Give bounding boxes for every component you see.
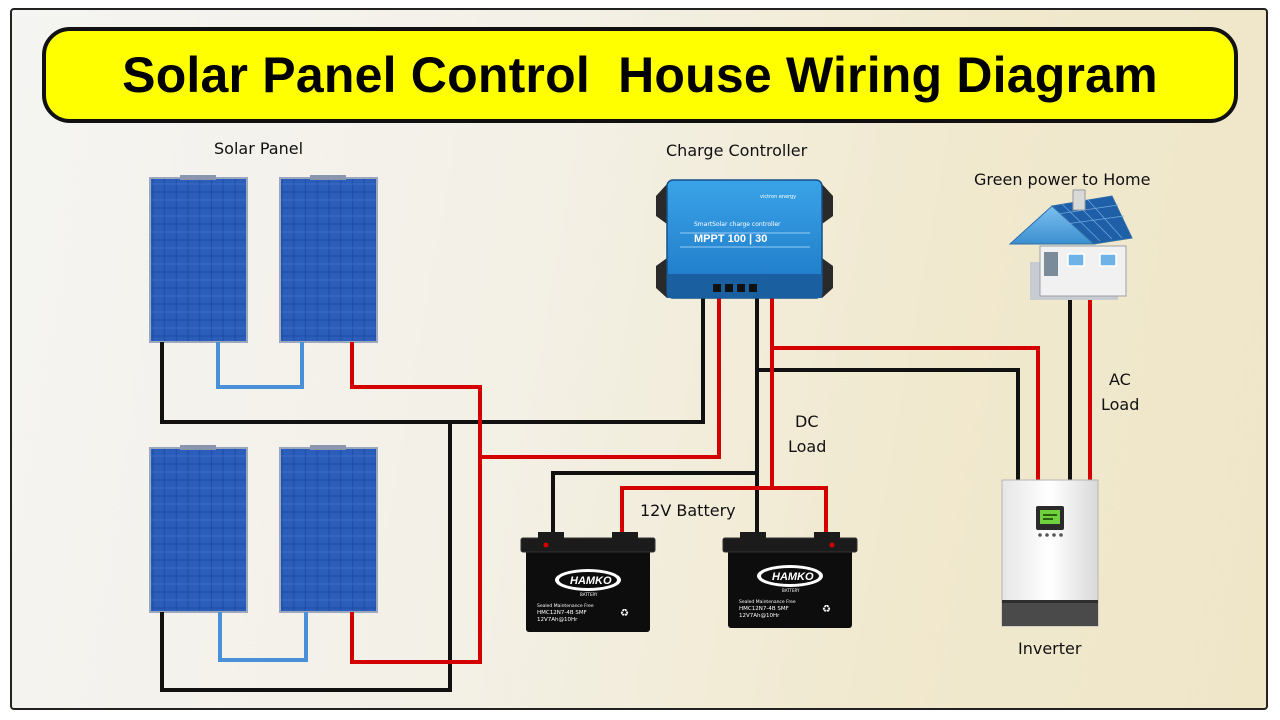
inverter <box>1001 479 1099 627</box>
battery-left-line3: 12V7Ah@10Hr <box>537 617 578 623</box>
charge-controller-label: Charge Controller <box>666 141 808 160</box>
controller-model-line: SmartSolar charge controller <box>694 221 781 228</box>
diagram-title: Solar Panel Control House Wiring Diagram <box>122 47 1158 103</box>
battery-right-brand: HAMKO <box>772 571 814 583</box>
dc-load-label-line1: DC <box>795 412 819 431</box>
controller-brand: victron energy <box>760 194 796 200</box>
ac-load-label-line1: AC <box>1109 370 1131 389</box>
battery-left-sub: BATTERY <box>580 592 598 597</box>
ac-load-label-line2: Load <box>1101 395 1140 414</box>
recycle-icon-right: ♻ <box>822 604 831 615</box>
battery-right-line1: Sealed Maintenance Free <box>739 599 796 605</box>
battery-positive-wire <box>620 486 828 540</box>
battery-left: HAMKO BATTERY Sealed Maintenance Free HM… <box>520 532 656 632</box>
battery-right-sub: BATTERY <box>782 588 800 593</box>
battery-label: 12V Battery <box>640 501 736 520</box>
controller-model: MPPT 100 | 30 <box>694 233 767 245</box>
title-banner: Solar Panel Control House Wiring Diagram <box>42 27 1238 123</box>
panel-top-negative-wire <box>160 298 705 424</box>
charge-controller: victron energy SmartSolar charge control… <box>656 179 833 299</box>
panel-top-positive-wire <box>350 298 721 459</box>
battery-left-line1: Sealed Maintenance Free <box>537 603 594 609</box>
battery-left-brand: HAMKO <box>570 575 612 587</box>
panel-bottom-positive-wire <box>350 457 482 664</box>
panel-bottom-negative-wire <box>160 422 452 692</box>
panel-link-wires <box>216 342 308 662</box>
inverter-dc-negative-wire <box>757 368 1020 480</box>
green-power-label: Green power to Home <box>974 170 1151 189</box>
battery-right: HAMKO BATTERY Sealed Maintenance Free HM… <box>722 532 858 628</box>
solar-panel-top-right <box>279 175 378 343</box>
solar-panel-bottom-right <box>279 445 378 613</box>
battery-left-negative-wire <box>551 298 759 540</box>
negative-wires <box>160 298 1072 692</box>
positive-wires <box>350 298 1092 664</box>
inverter-label: Inverter <box>1018 639 1082 658</box>
panel-link-wire-bottom <box>218 612 308 662</box>
panel-link-wire-top <box>216 342 304 389</box>
battery-right-line3: 12V7Ah@10Hr <box>739 613 780 619</box>
battery-right-line2: HMC12N7-4B SMF <box>739 606 789 612</box>
house-icon <box>1008 189 1133 300</box>
dc-load-label-line2: Load <box>788 437 827 456</box>
solar-panel-label: Solar Panel <box>214 139 304 158</box>
solar-panel-top-left <box>149 175 248 343</box>
recycle-icon-left: ♻ <box>620 608 629 619</box>
battery-left-line2: HMC12N7-4B SMF <box>537 610 587 616</box>
solar-panel-bottom-left <box>149 445 248 613</box>
inverter-dc-positive-wire <box>772 346 1040 480</box>
